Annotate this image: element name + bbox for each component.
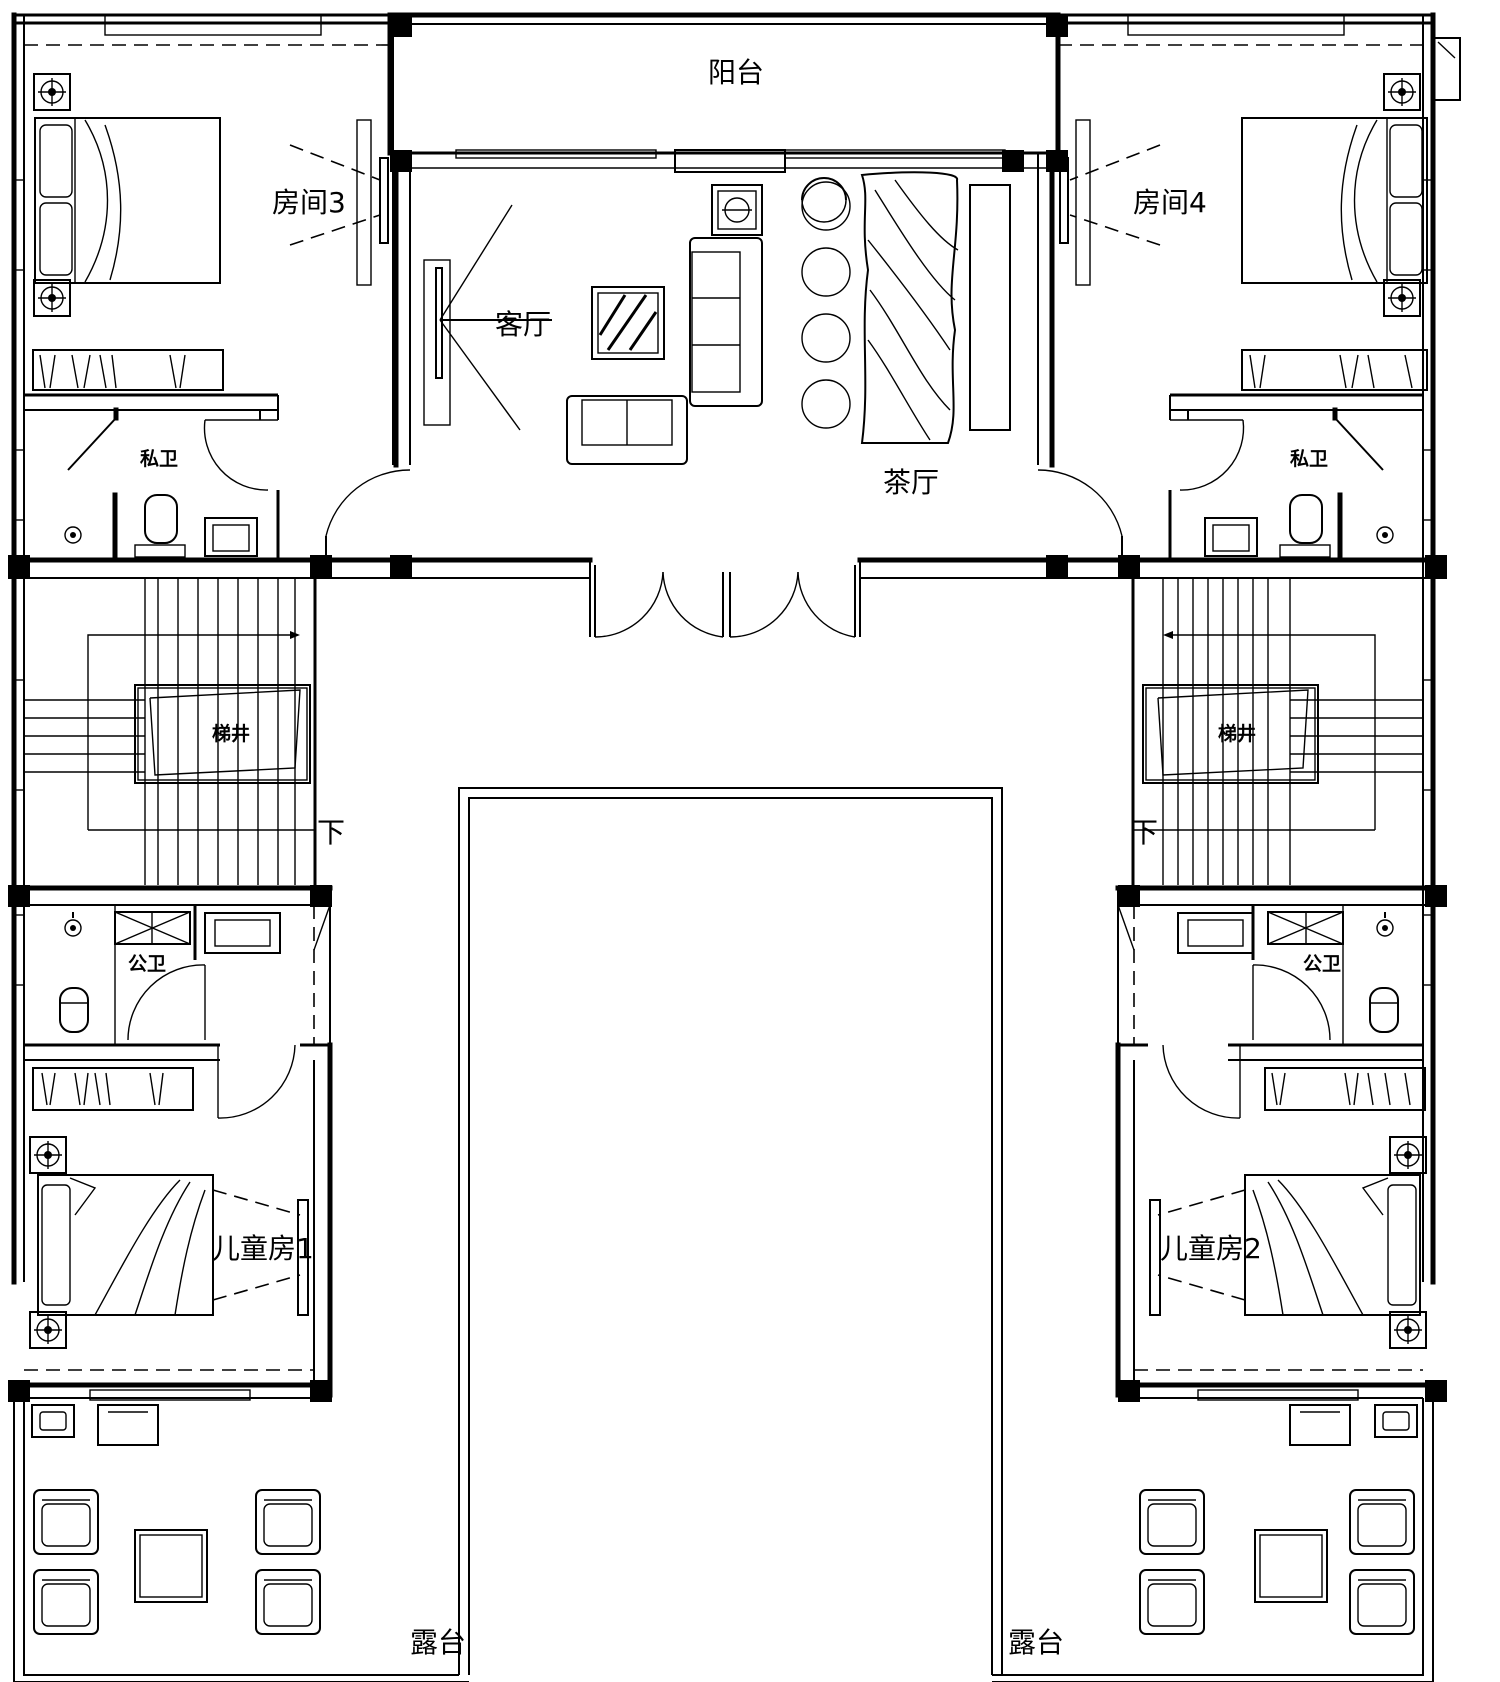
- walls: [11, 12, 1461, 1682]
- terrace-right-furniture: [1139, 1404, 1418, 1635]
- label-terrace-right: 露台: [1008, 1626, 1064, 1659]
- label-bath-private-right: 私卫: [1290, 448, 1328, 470]
- label-stair-left: 梯井: [212, 722, 250, 745]
- living-furniture: [325, 184, 1123, 560]
- tea-furniture: [801, 171, 1011, 444]
- room4-furniture: [1059, 73, 1428, 391]
- room3-furniture: [32, 73, 389, 391]
- label-bath-private-left: 私卫: [140, 448, 178, 470]
- label-living: 客厅: [495, 308, 551, 341]
- windows: [13, 14, 1434, 1401]
- stair-right: [1133, 578, 1423, 885]
- bath-private-left-fixtures: [64, 407, 278, 563]
- label-kids2: 儿童房2: [1160, 1232, 1262, 1265]
- room-labels: 阳台 房间3 房间4 客厅 茶厅 私卫 私卫 梯井 梯井 下 下 公卫 公卫 儿…: [128, 56, 1341, 1659]
- label-terrace-left: 露台: [410, 1626, 466, 1659]
- kids1-furniture: [29, 1044, 309, 1349]
- label-kids1: 儿童房1: [212, 1232, 314, 1265]
- label-room3: 房间3: [272, 186, 346, 219]
- bath-private-right-fixtures: [1170, 407, 1394, 563]
- label-bath-public-left: 公卫: [128, 953, 166, 975]
- label-tea: 茶厅: [883, 466, 939, 499]
- bath-public-right-fixtures: [1117, 904, 1399, 1045]
- label-stair-right: 梯井: [1218, 722, 1256, 745]
- label-room4: 房间4: [1133, 186, 1207, 219]
- columns: [8, 15, 1447, 1402]
- terrace-left-furniture: [31, 1404, 321, 1635]
- stair-left: [24, 578, 315, 885]
- label-balcony: 阳台: [708, 56, 764, 89]
- label-down-right: 下: [1130, 816, 1158, 849]
- bath-public-left-fixtures: [59, 904, 331, 1045]
- label-down-left: 下: [317, 816, 345, 849]
- kids2-furniture: [1149, 1044, 1427, 1349]
- label-bath-public-right: 公卫: [1303, 953, 1341, 975]
